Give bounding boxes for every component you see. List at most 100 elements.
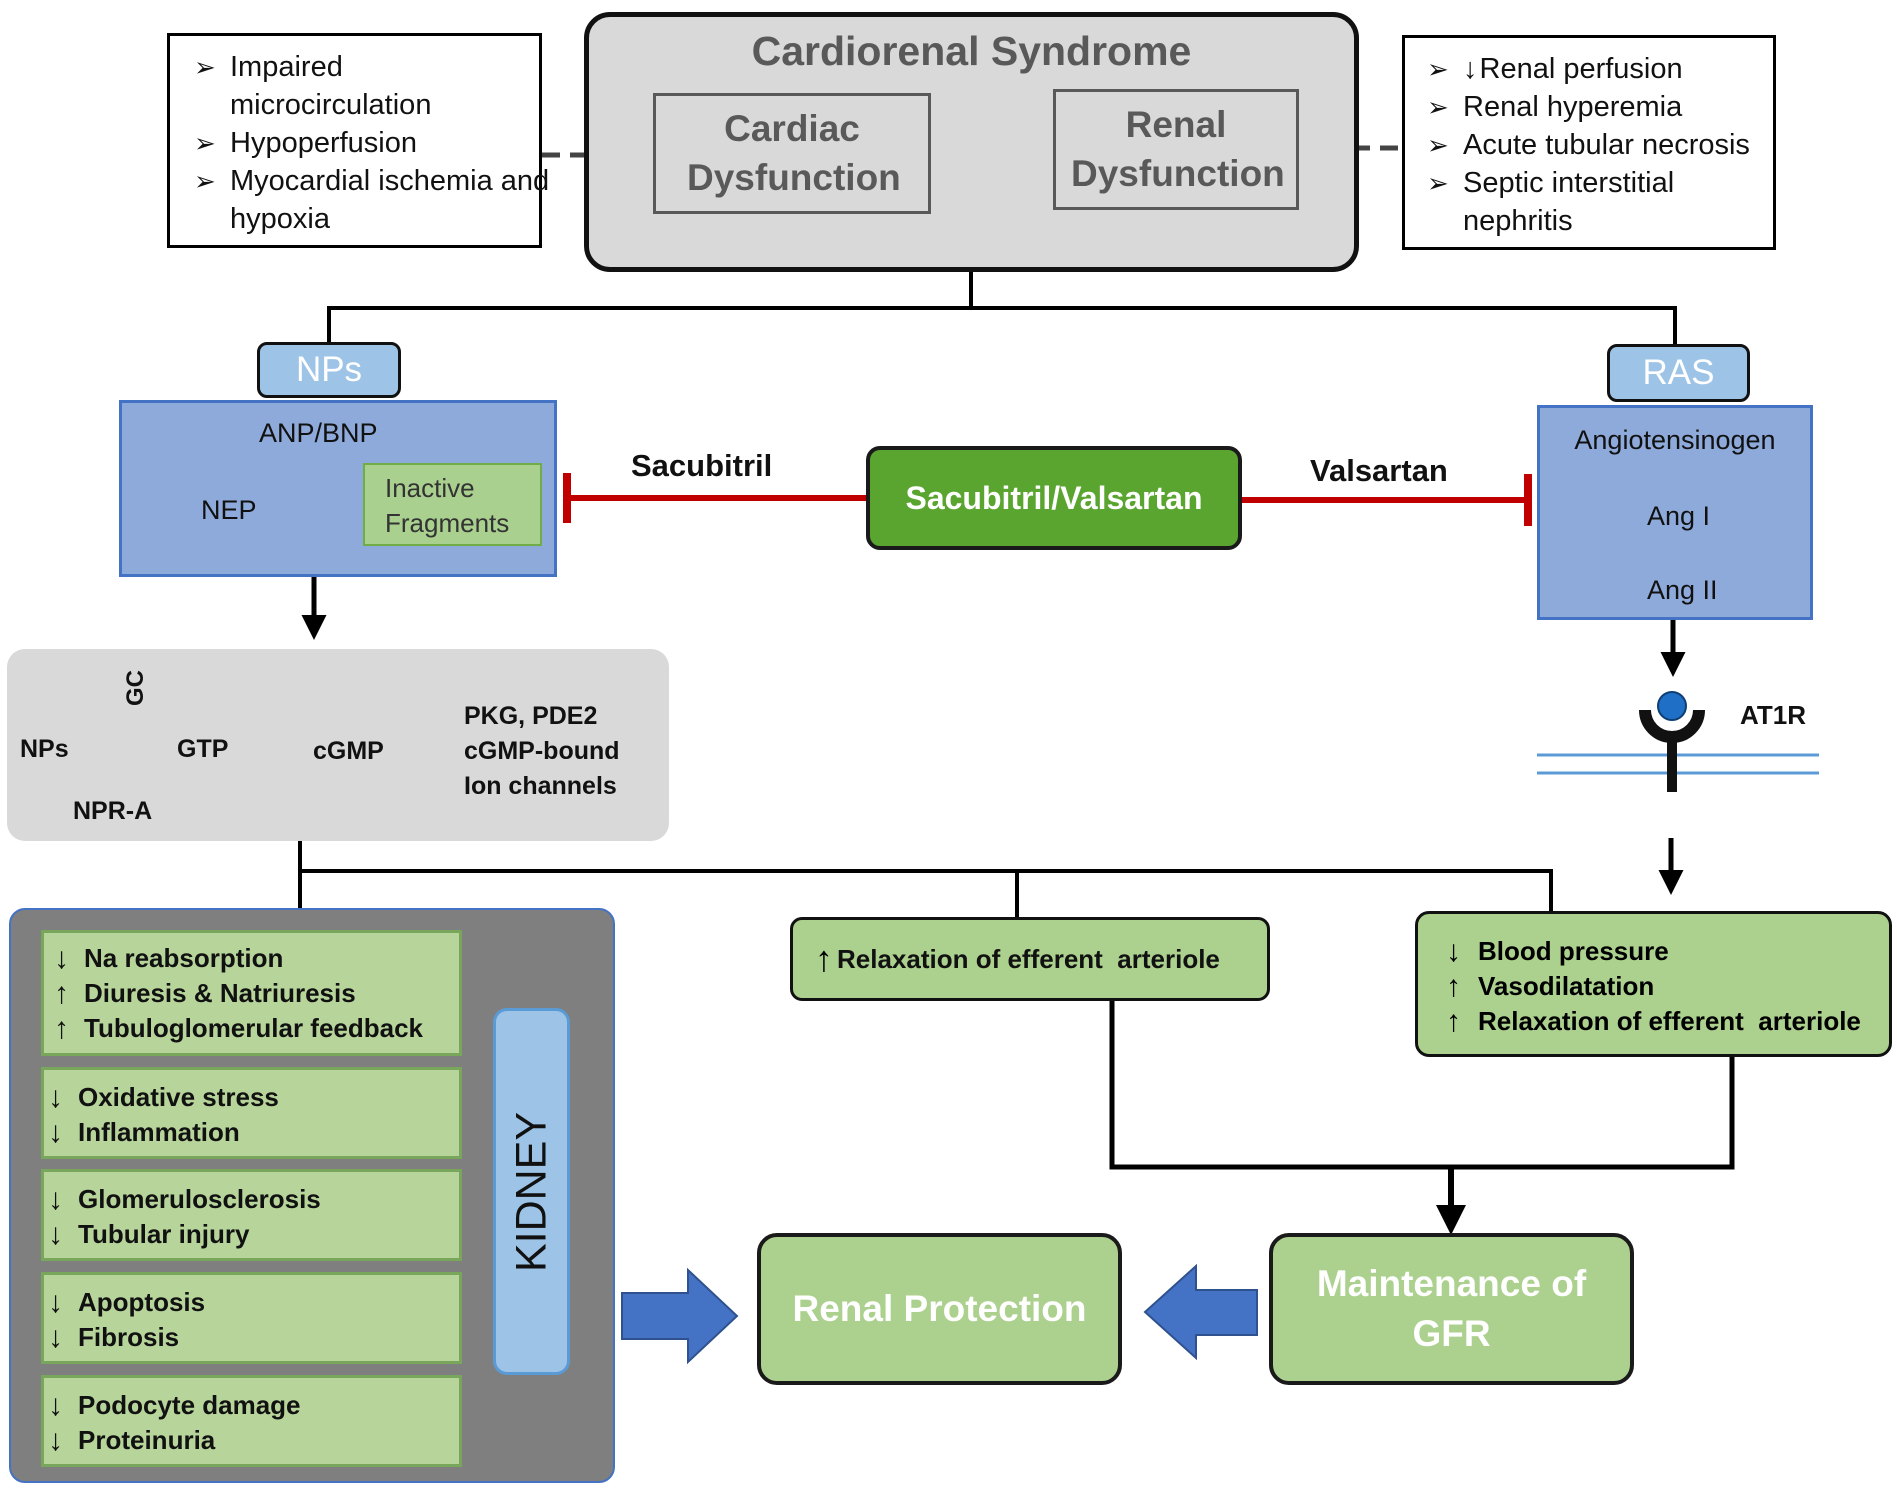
- efferent-relaxation-text: Relaxation of efferent arteriole: [837, 943, 1220, 974]
- ras-effect: ↑ Vasodilatation: [1438, 969, 1889, 1004]
- effectors-line-1: PKG, PDE2: [464, 702, 598, 730]
- kidney-label-box: KIDNEY: [493, 1008, 570, 1375]
- kidney-effect-text: Inflammation: [78, 1117, 240, 1147]
- ras-effect-text: Blood pressure: [1478, 936, 1669, 966]
- ras-label: RAS: [1642, 353, 1715, 392]
- angiotensin-ligand-circle: [1657, 691, 1687, 721]
- kidney-effect: ↓Proteinuria: [44, 1423, 459, 1458]
- cause-text: Hypoperfusion: [230, 127, 417, 159]
- kidney-panel: ↓ Na reabsorption ↑ Diuresis & Natriuresis…: [9, 908, 615, 1483]
- down-arrow-icon: ↓: [48, 1081, 63, 1114]
- kidney-effect: ↓Fibrosis: [44, 1320, 459, 1355]
- list-item: ➢ Hypoperfusion: [194, 124, 529, 162]
- arrowhead-bullet-icon: ➢: [1427, 168, 1449, 198]
- inactive-fragments-box: Inactive Fragments: [363, 463, 542, 546]
- ras-effect-text: Vasodilatation: [1478, 971, 1655, 1001]
- anp-bnp-label: ANP/BNP: [259, 418, 378, 448]
- kidney-group-3: ↓ Glomerulosclerosis ↓Tubular injury: [41, 1169, 462, 1261]
- kidney-effect-text: Diuresis & Natriuresis: [84, 978, 356, 1008]
- kidney-effect-text: Tubuloglomerular feedback: [84, 1013, 424, 1043]
- nps-label-box: NPs: [257, 342, 401, 398]
- kidney-group-5: ↓ Podocyte damage ↓Proteinuria: [41, 1375, 462, 1467]
- list-item: ➢ ↓Renal perfusion: [1427, 50, 1763, 88]
- up-arrow-icon: ↑: [54, 977, 69, 1010]
- renal-dysfunction-box: Renal Dysfunction: [1053, 89, 1299, 210]
- gfr-to-protection-arrow: [1143, 1263, 1258, 1361]
- list-item: ➢ Septic interstitial nephritis: [1427, 164, 1743, 240]
- cause-text: Acute tubular necrosis: [1463, 129, 1750, 161]
- kidney-effect: ↓Tubular injury: [44, 1217, 459, 1252]
- renal-causes-list: ➢ ↓Renal perfusion ➢Renal hyperemia ➢ Acut…: [1427, 50, 1763, 240]
- kidney-effect-text: Oxidative stress: [78, 1082, 279, 1112]
- arrowhead-bullet-icon: ➢: [194, 166, 216, 196]
- list-item: ➢Renal hyperemia: [1427, 88, 1763, 126]
- ras-label-box: RAS: [1607, 344, 1750, 402]
- efferent-relaxation-box: ↑ Relaxation of efferent arteriole: [790, 917, 1270, 1001]
- down-arrow-icon: ↓: [48, 1389, 63, 1422]
- kidney-effect: ↓ Oxidative stress: [44, 1080, 459, 1115]
- cause-text: Impaired microcirculation: [230, 51, 432, 121]
- arrowhead-bullet-icon: ➢: [194, 52, 216, 82]
- cause-text: Renal perfusion: [1479, 53, 1683, 85]
- kidney-group-1: ↓ Na reabsorption ↑ Diuresis & Natriuresis…: [41, 930, 462, 1056]
- npr-a-label: NPR-A: [73, 797, 153, 825]
- up-arrow-icon: ↑: [815, 938, 833, 979]
- nps-label: NPs: [295, 350, 363, 389]
- np-signaling-box: [7, 649, 669, 841]
- gfr-merge-connector: [1109, 1001, 1735, 1170]
- kidney-group-4: ↓Apoptosis ↓Fibrosis: [41, 1272, 462, 1364]
- up-arrow-icon: ↑: [1446, 970, 1461, 1003]
- renal-protection-label: Renal Protection: [792, 1288, 1087, 1329]
- list-item: ➢Myocardial ischemia and hypoxia: [194, 162, 550, 238]
- kidney-effect: ↓Apoptosis: [44, 1285, 459, 1320]
- down-arrow-icon: ↓: [48, 1183, 63, 1216]
- crs-branch-connector: [327, 272, 1677, 344]
- list-item: ➢ Acute tubular necrosis: [1427, 126, 1763, 164]
- down-arrow-icon: ↓: [54, 942, 69, 975]
- ras-effect-text: Relaxation of efferent arteriole: [1478, 1006, 1861, 1036]
- nps-pathway-box: ANP/BNP NEP Inactive Fragments: [119, 400, 557, 577]
- down-arrow-icon: ↓: [48, 1424, 63, 1457]
- cgmp-label: cGMP: [313, 737, 384, 765]
- gtp-label: GTP: [177, 735, 229, 763]
- kidney-effect: ↓Inflammation: [44, 1115, 459, 1150]
- down-arrow-icon: ↓: [1446, 935, 1461, 968]
- gfr-label: Maintenance of GFR: [1316, 1263, 1587, 1354]
- nps-ligand-label: NPs: [20, 735, 69, 763]
- kidney-effect: ↓ Na reabsorption: [44, 941, 459, 976]
- cause-text: Septic interstitial nephritis: [1463, 167, 1675, 237]
- at1r-label: AT1R: [1740, 700, 1806, 730]
- cardiac-dysfunction-label: Cardiac Dysfunction: [687, 108, 901, 198]
- renal-protection-box: Renal Protection: [757, 1233, 1122, 1385]
- effectors-line-2: cGMP-bound: [464, 737, 620, 765]
- cardiac-causes-box: ➢ Impaired microcirculation ➢ Hypoperfusio…: [167, 33, 549, 248]
- ang1-label: Ang I: [1647, 501, 1711, 531]
- crs-title: Cardiorenal Syndrome: [751, 28, 1192, 74]
- up-arrow-icon: ↑: [54, 1012, 69, 1045]
- kidney-effect-text: Apoptosis: [78, 1287, 206, 1317]
- kidney-effect-text: Na reabsorption: [84, 943, 284, 973]
- list-item: ➢ Impaired microcirculation: [194, 48, 550, 124]
- kidney-label: KIDNEY: [507, 1111, 555, 1272]
- angiotensinogen-label: Angiotensinogen: [1574, 425, 1776, 455]
- cardiac-dysfunction-box: Cardiac Dysfunction: [653, 93, 931, 214]
- kidney-effect-text: Glomerulosclerosis: [78, 1184, 321, 1214]
- valsartan-label: Valsartan: [1310, 453, 1448, 488]
- sacubitril-valsartan-box: Sacubitril/Valsartan: [866, 446, 1242, 550]
- sacubitril-label: Sacubitril: [631, 448, 773, 483]
- down-arrow-icon: ↓: [1463, 53, 1478, 85]
- kidney-effect: ↓ Podocyte damage: [44, 1388, 459, 1423]
- arrowhead-bullet-icon: ➢: [1427, 130, 1449, 160]
- kidney-effect-text: Tubular injury: [78, 1219, 250, 1249]
- arrowhead-bullet-icon: ➢: [1427, 54, 1449, 84]
- arrowhead-bullet-icon: ➢: [1427, 92, 1449, 122]
- kidney-effect: ↑ Diuresis & Natriuresis: [44, 976, 459, 1011]
- kidney-effect-text: Podocyte damage: [78, 1390, 301, 1420]
- cardiac-causes-list: ➢ Impaired microcirculation ➢ Hypoperfusio…: [194, 48, 549, 238]
- renal-causes-box: ➢ ↓Renal perfusion ➢Renal hyperemia ➢ Acut…: [1402, 35, 1776, 250]
- ras-effects-box: ↓ Blood pressure ↑ Vasodilatation ↑ Relaxat…: [1415, 911, 1892, 1057]
- gfr-box: Maintenance of GFR: [1269, 1233, 1634, 1385]
- up-arrow-icon: ↑: [1446, 1005, 1461, 1038]
- arrowhead-bullet-icon: ➢: [194, 128, 216, 158]
- sacubitril-valsartan-label: Sacubitril/Valsartan: [905, 479, 1203, 516]
